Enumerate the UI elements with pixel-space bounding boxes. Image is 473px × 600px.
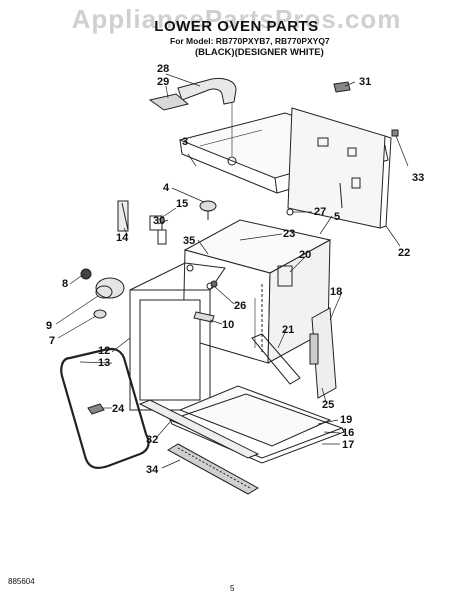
callout-34: 34 <box>146 464 159 476</box>
callout-22: 22 <box>398 247 410 259</box>
callout-23: 23 <box>283 228 295 240</box>
callout-10: 10 <box>222 319 234 331</box>
callout-3: 3 <box>182 136 188 148</box>
callout-30: 30 <box>153 215 165 227</box>
callout-20: 20 <box>299 249 311 261</box>
oven-light-assembly <box>80 268 125 319</box>
page-title: LOWER OVEN PARTS <box>154 18 319 35</box>
exploded-parts-diagram: 28 29 31 3 4 15 30 14 27 5 33 22 23 35 2… <box>46 63 424 495</box>
callout-27: 27 <box>314 206 326 218</box>
callout-8: 8 <box>62 278 68 290</box>
door-gasket <box>60 347 150 469</box>
bottom-trim <box>138 399 260 495</box>
diagram-header: AppliancePartsPros.com LOWER OVEN PARTS … <box>0 0 473 60</box>
callout-14: 14 <box>116 232 129 244</box>
variant-line: (BLACK)(DESIGNER WHITE) <box>195 47 324 58</box>
element-brackets <box>117 200 167 245</box>
callout-9: 9 <box>46 320 52 332</box>
front-frame <box>129 262 226 411</box>
callout-24: 24 <box>112 403 125 415</box>
callout-26: 26 <box>234 300 246 312</box>
model-line: For Model: RB770PXYB7, RB770PXYQ7 <box>170 36 330 46</box>
oven-cavity <box>182 219 332 364</box>
callout-17: 17 <box>342 439 354 451</box>
callout-28: 28 <box>157 63 169 75</box>
page-number: 5 <box>230 584 235 593</box>
callout-7: 7 <box>49 335 55 347</box>
rear-panel <box>287 107 392 229</box>
oven-sensor <box>199 200 217 220</box>
callout-35: 35 <box>183 235 195 247</box>
callout-5: 5 <box>334 211 340 223</box>
callout-32: 32 <box>146 434 158 446</box>
callout-16: 16 <box>342 427 354 439</box>
callout-4: 4 <box>163 182 170 194</box>
callout-19: 19 <box>340 414 352 426</box>
document-code: 885604 <box>8 577 35 586</box>
small-hardware <box>87 81 399 415</box>
callout-21: 21 <box>282 324 294 336</box>
callout-25: 25 <box>322 399 334 411</box>
hinge-parts <box>251 307 337 399</box>
vent-duct <box>148 77 237 156</box>
watermark: AppliancePartsPros.com <box>71 4 402 34</box>
callout-29: 29 <box>157 76 169 88</box>
callout-12: 12 <box>98 345 110 357</box>
callout-31: 31 <box>359 76 371 88</box>
callout-18: 18 <box>330 286 342 298</box>
callout-33: 33 <box>412 172 424 184</box>
callout-15: 15 <box>176 198 188 210</box>
callout-13: 13 <box>98 357 110 369</box>
leader-lines <box>55 73 409 469</box>
